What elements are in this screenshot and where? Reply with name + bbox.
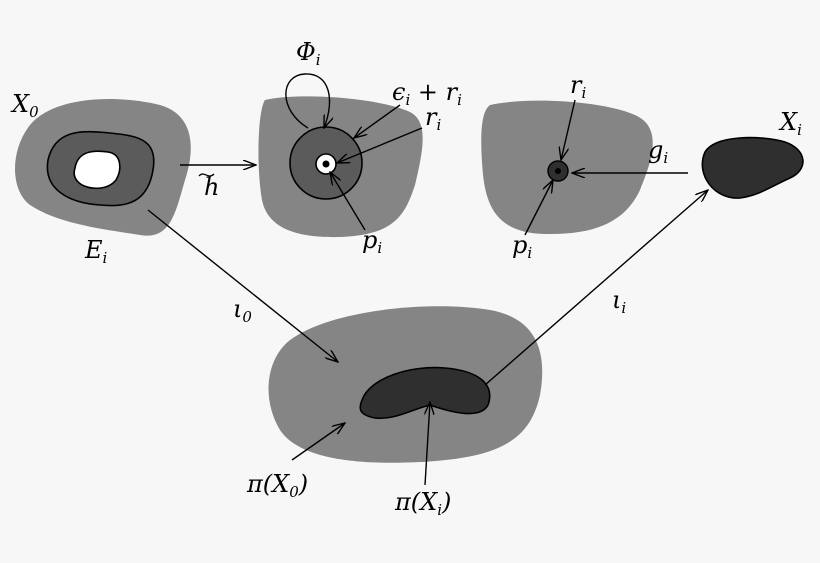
label-r-right: ri <box>570 71 586 102</box>
r-right-arrow <box>561 99 576 160</box>
label-pi-xi: π(Xi) <box>394 488 451 519</box>
p-right-arrow <box>524 180 553 236</box>
label-p-right: pi <box>512 231 532 262</box>
label-r-mid: ri <box>425 103 441 134</box>
inner-hole <box>73 150 121 190</box>
label-pi-x0: π(X0) <box>246 470 308 501</box>
label-phi: Φi <box>296 38 321 69</box>
xi-region <box>701 136 804 199</box>
r-mid-arrow <box>337 127 423 163</box>
point-pi-dot <box>322 160 330 168</box>
eps-arrow <box>354 104 401 138</box>
small-disk-dot <box>555 168 561 174</box>
label-iotai: ιi <box>612 286 626 317</box>
pi-x0-arrow <box>291 423 345 461</box>
phi-loop <box>285 73 330 128</box>
label-x0: X0 <box>10 90 39 121</box>
p-mid-arrow <box>330 172 366 231</box>
label-eps: ϵi + ri <box>392 78 462 109</box>
pi-xi-region <box>359 366 491 420</box>
label-h: h <box>204 173 219 201</box>
iotai-arrow <box>484 190 708 386</box>
label-xi: Xi <box>778 108 802 139</box>
label-ei: Ei <box>84 236 108 267</box>
pi-xi-arrow <box>425 402 430 486</box>
label-iota0: ι0 <box>233 295 252 326</box>
label-g: gi <box>648 136 668 167</box>
label-p-mid: pi <box>362 226 382 257</box>
h-tilde <box>198 173 215 177</box>
iota0-arrow <box>147 209 338 362</box>
